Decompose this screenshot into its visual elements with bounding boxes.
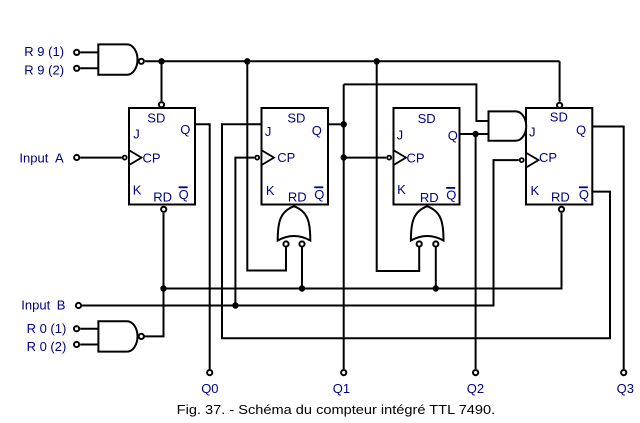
svg-text:CP: CP bbox=[539, 150, 557, 165]
svg-text:Q1: Q1 bbox=[333, 381, 350, 396]
svg-text:SD: SD bbox=[287, 111, 305, 126]
svg-text:Q: Q bbox=[448, 128, 458, 143]
svg-text:Q: Q bbox=[180, 122, 190, 137]
svg-text:Q: Q bbox=[314, 187, 324, 202]
svg-text:J: J bbox=[529, 125, 536, 140]
svg-text:K: K bbox=[133, 183, 142, 198]
svg-text:CP: CP bbox=[277, 150, 295, 165]
svg-text:RD: RD bbox=[420, 190, 439, 205]
svg-text:Q2: Q2 bbox=[467, 381, 484, 396]
svg-text:J: J bbox=[133, 127, 140, 142]
svg-text:B: B bbox=[57, 298, 66, 313]
svg-text:Q: Q bbox=[179, 187, 189, 202]
svg-text:R 0 (1): R 0 (1) bbox=[27, 321, 67, 336]
svg-text:Q: Q bbox=[446, 188, 456, 203]
svg-text:R 9 (1): R 9 (1) bbox=[24, 44, 64, 59]
svg-text:SD: SD bbox=[147, 111, 165, 126]
svg-text:RD: RD bbox=[551, 190, 570, 205]
svg-text:R 9 (2): R 9 (2) bbox=[24, 63, 64, 78]
svg-text:Fig. 37. - Schéma du compteur: Fig. 37. - Schéma du compteur intégré TT… bbox=[177, 402, 496, 417]
svg-text:Input: Input bbox=[19, 150, 48, 165]
svg-text:K: K bbox=[397, 182, 406, 197]
svg-text:Input: Input bbox=[21, 298, 50, 313]
svg-text:K: K bbox=[531, 183, 540, 198]
svg-text:R 0 (2): R 0 (2) bbox=[27, 339, 67, 354]
svg-text:SD: SD bbox=[550, 109, 568, 124]
svg-text:RD: RD bbox=[153, 190, 172, 205]
svg-text:Q: Q bbox=[576, 123, 586, 138]
svg-text:Q: Q bbox=[312, 123, 322, 138]
svg-text:K: K bbox=[266, 183, 275, 198]
svg-text:J: J bbox=[397, 128, 404, 143]
svg-text:A: A bbox=[55, 150, 64, 165]
svg-text:Q0: Q0 bbox=[201, 381, 218, 396]
svg-text:CP: CP bbox=[143, 151, 161, 166]
svg-text:CP: CP bbox=[407, 151, 425, 166]
svg-text:RD: RD bbox=[288, 190, 307, 205]
svg-text:Q: Q bbox=[579, 187, 589, 202]
svg-text:Q3: Q3 bbox=[617, 381, 634, 396]
svg-text:SD: SD bbox=[418, 111, 436, 126]
svg-text:J: J bbox=[265, 124, 272, 139]
